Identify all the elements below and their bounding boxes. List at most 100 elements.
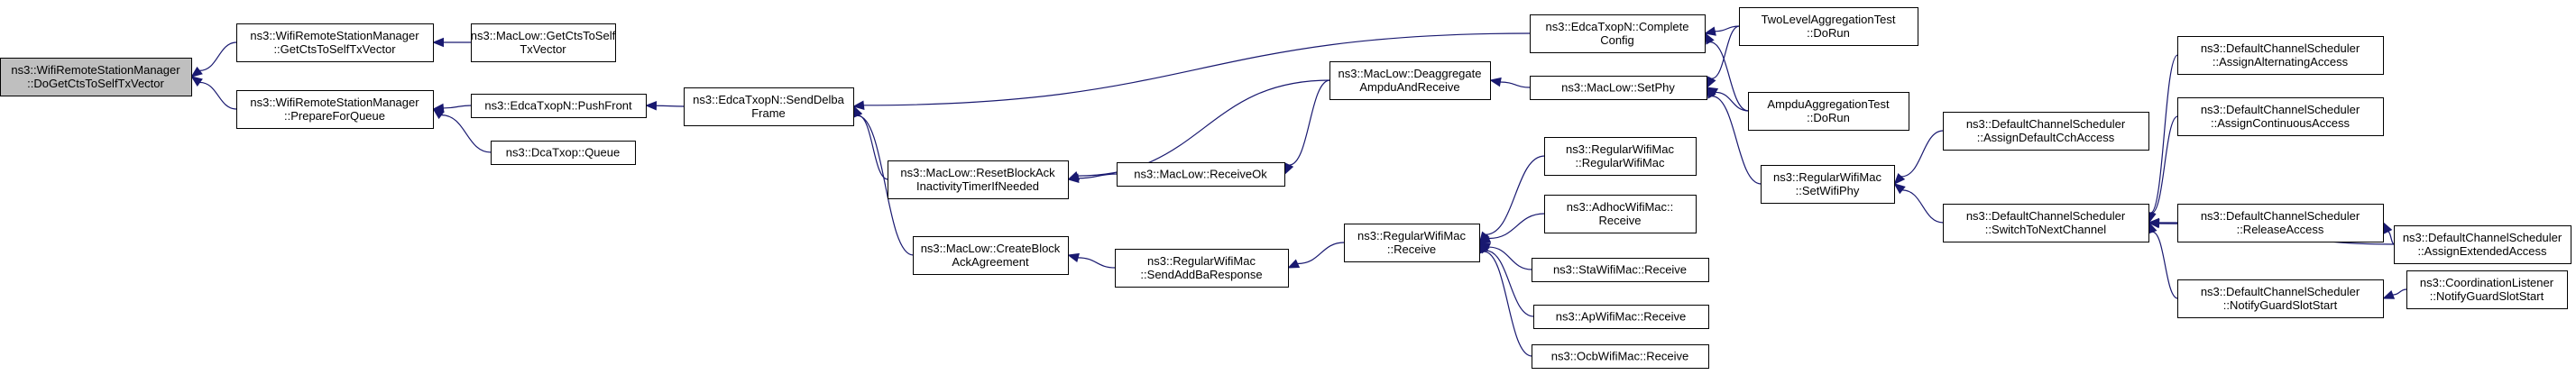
node-box — [1544, 195, 1697, 233]
node-box — [491, 141, 636, 165]
node-label: ns3::MacLow::CreateBlock — [921, 242, 1061, 255]
node-label: ns3::DefaultChannelScheduler — [2403, 231, 2562, 244]
node-maclow-setphy[interactable]: ns3::MacLow::SetPhy — [1530, 76, 1707, 100]
edge-line — [1716, 91, 1749, 112]
edge-line — [2151, 115, 2178, 214]
edge-arrowhead — [852, 100, 865, 110]
node-label: ns3::WifiRemoteStationManager — [250, 29, 419, 42]
node-label: AckAgreement — [952, 255, 1029, 269]
node-adhocwifimac-receive[interactable]: ns3::AdhocWifiMac::Receive — [1544, 195, 1697, 233]
edge-line — [443, 105, 472, 109]
edges-layer — [190, 25, 2407, 357]
node-coordinationlistener-notifyguardslotstart[interactable]: ns3::CoordinationListener::NotifyGuardSl… — [2406, 270, 2568, 309]
node-label: ::DoGetCtsToSelfTxVector — [27, 77, 164, 90]
node-box — [2177, 204, 2384, 242]
node-wifiremotestationmanager-prepareforqueue[interactable]: ns3::WifiRemoteStationManager::PrepareFo… — [236, 90, 434, 129]
node-dcatxop-queue[interactable]: ns3::DcaTxop::Queue — [491, 141, 636, 165]
node-label: Receive — [1599, 214, 1642, 227]
node-maclow-getctstoselftxvector[interactable]: ns3::MacLow::GetCtsToSelfTxVector — [471, 23, 616, 62]
node-defaultchannelscheduler-switchtonextchannel[interactable]: ns3::DefaultChannelScheduler::SwitchToNe… — [1943, 204, 2149, 242]
node-label: ns3::StaWifiMac::Receive — [1553, 263, 1687, 277]
node-label: ns3::DefaultChannelScheduler — [1966, 209, 2126, 223]
node-box — [1943, 204, 2149, 242]
node-edcatxopn-pushfront[interactable]: ns3::EdcaTxopN::PushFront — [471, 94, 647, 118]
node-label: AmpduAggregationTest — [1767, 97, 1890, 111]
edge-arrowhead — [190, 76, 203, 87]
node-defaultchannelscheduler-assignextendedaccess[interactable]: ns3::DefaultChannelScheduler::AssignExte… — [2394, 225, 2571, 264]
node-twolevelaggregationtest-dorun[interactable]: TwoLevelAggregationTest::DoRun — [1739, 7, 1918, 46]
node-box — [0, 58, 192, 96]
node-box — [2406, 270, 2568, 309]
node-label: ns3::WifiRemoteStationManager — [11, 63, 180, 77]
node-label: ns3::RegularWifiMac — [1773, 170, 1881, 184]
node-label: ns3::DefaultChannelScheduler — [2201, 285, 2360, 298]
edge-line — [857, 114, 914, 256]
node-stawifimac-receive[interactable]: ns3::StaWifiMac::Receive — [1532, 258, 1709, 282]
edge-arrowhead — [1287, 259, 1301, 269]
node-label: ::PrepareForQueue — [284, 109, 385, 123]
node-label: ns3::EdcaTxopN::SendDelba — [693, 93, 844, 106]
node-maclow-resetblockackinactivitytimerifneeded[interactable]: ns3::MacLow::ResetBlockAckInactivityTime… — [888, 160, 1069, 199]
edge-arrowhead — [1067, 171, 1081, 180]
edge-n24-to-n22 — [1893, 183, 1944, 224]
node-apwifimac-receive[interactable]: ns3::ApWifiMac::Receive — [1533, 305, 1709, 329]
node-wifiremotestationmanager-dogetctstoselftxvector[interactable]: ns3::WifiRemoteStationManager::DoGetCtsT… — [0, 58, 192, 96]
node-label: ::SetWifiPhy — [1796, 184, 1860, 197]
node-box — [2177, 97, 2384, 136]
edge-n29-to-n27 — [2382, 221, 2395, 245]
node-defaultchannelscheduler-assigndefaultcchaccess[interactable]: ns3::DefaultChannelScheduler::AssignDefa… — [1943, 112, 2149, 151]
node-label: ::AssignContinuousAccess — [2211, 116, 2350, 130]
node-regularwifimac-regularwifimac[interactable]: ns3::RegularWifiMac::RegularWifiMac — [1544, 137, 1697, 176]
node-box — [1544, 137, 1697, 176]
edge-n19-to-n13 — [1478, 241, 1532, 357]
node-box — [1761, 165, 1895, 204]
edge-line — [1077, 79, 1330, 177]
edge-arrowhead — [1706, 86, 1716, 99]
node-label: ::Receive — [1387, 242, 1436, 256]
node-box — [471, 23, 616, 62]
edge-n22-to-n14 — [1706, 86, 1762, 185]
node-label: ns3::MacLow::GetCtsToSelf — [471, 29, 616, 42]
node-defaultchannelscheduler-assignalternatingaccess[interactable]: ns3::DefaultChannelScheduler::AssignAlte… — [2177, 36, 2384, 75]
node-label: ::NotifyGuardSlotStart — [2223, 298, 2338, 312]
node-defaultchannelscheduler-notifyguardslotstart[interactable]: ns3::DefaultChannelScheduler::NotifyGuar… — [2177, 279, 2384, 318]
edge-line — [1902, 189, 1944, 224]
node-label: ns3::RegularWifiMac — [1147, 254, 1256, 268]
edge-arrowhead — [2382, 289, 2396, 299]
edge-n20-to-n14 — [1706, 25, 1740, 89]
node-wifiremotestationmanager-getctstoselftxvector[interactable]: ns3::WifiRemoteStationManager::GetCtsToS… — [236, 23, 434, 62]
edge-arrowhead — [432, 37, 444, 48]
edge-line — [1709, 41, 1749, 112]
node-box — [236, 23, 434, 62]
edge-n11-to-n6 — [852, 32, 1531, 110]
node-label: ns3::DefaultChannelScheduler — [2201, 103, 2360, 116]
node-regularwifimac-setwifiphy[interactable]: ns3::RegularWifiMac::SetWifiPhy — [1761, 165, 1895, 204]
edge-n26-to-n24 — [2147, 115, 2178, 224]
edge-line — [1488, 246, 1532, 270]
node-ampduaggregationtest-dorun[interactable]: AmpduAggregationTest::DoRun — [1748, 92, 1909, 131]
edge-n16-to-n13 — [1478, 213, 1545, 243]
edge-line — [1289, 79, 1330, 166]
node-label: ns3::MacLow::ReceiveOk — [1134, 168, 1267, 181]
node-box — [888, 160, 1069, 199]
node-regularwifimac-sendaddbaresponse[interactable]: ns3::RegularWifiMac::SendAddBaResponse — [1115, 249, 1289, 288]
node-defaultchannelscheduler-assigncontinuousaccess[interactable]: ns3::DefaultChannelScheduler::AssignCont… — [2177, 97, 2384, 136]
node-label: ::SendAddBaResponse — [1140, 268, 1262, 281]
edge-arrowhead — [190, 66, 203, 78]
node-label: ::SwitchToNextChannel — [1985, 223, 2107, 236]
node-defaultchannelscheduler-releaseaccess[interactable]: ns3::DefaultChannelScheduler::ReleaseAcc… — [2177, 204, 2384, 242]
edge-arrowhead — [1893, 183, 1906, 195]
edge-line — [199, 81, 237, 110]
node-ocbwifimac-receive[interactable]: ns3::OcbWifiMac::Receive — [1532, 344, 1709, 369]
edge-arrowhead — [1478, 233, 1492, 243]
node-regularwifimac-receive[interactable]: ns3::RegularWifiMac::Receive — [1344, 224, 1480, 262]
node-label: ::RegularWifiMac — [1576, 156, 1665, 169]
edge-arrowhead — [1704, 26, 1716, 36]
node-label: ns3::RegularWifiMac — [1357, 229, 1466, 242]
node-maclow-receiveok[interactable]: ns3::MacLow::ReceiveOk — [1117, 162, 1285, 187]
node-label: ::AssignAlternatingAccess — [2213, 55, 2349, 69]
